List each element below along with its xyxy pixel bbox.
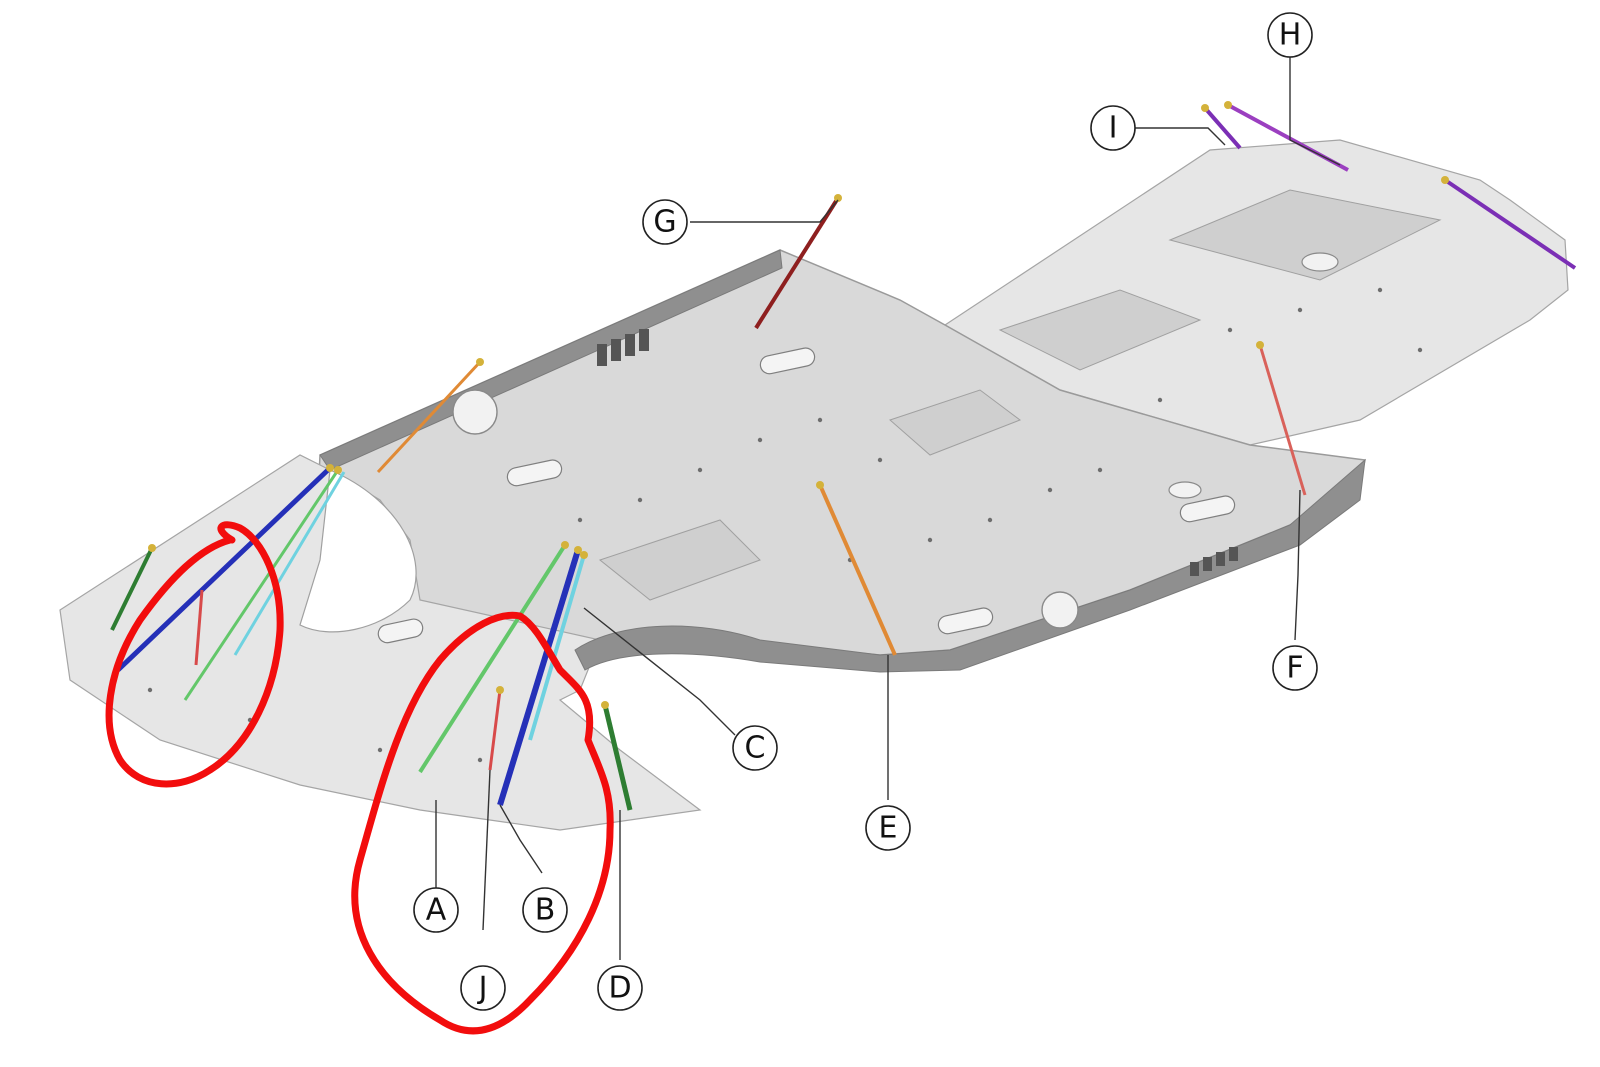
callout-f: F [1272, 645, 1318, 691]
vent-grille-rear [597, 329, 649, 366]
svg-text:H: H [1279, 18, 1302, 53]
rod-f [1258, 344, 1307, 496]
rod-left-red [194, 589, 204, 666]
rod-a [418, 543, 567, 774]
rod-e [818, 484, 897, 656]
rod-left-cyan [233, 471, 346, 656]
rod-b [497, 549, 581, 806]
callout-e: E [865, 805, 911, 851]
red-markup [105, 521, 614, 1035]
callout-d: D [597, 965, 643, 1011]
callout-b: B [522, 887, 568, 933]
svg-text:D: D [608, 971, 631, 1006]
svg-text:A: A [426, 893, 447, 928]
rod-left-blue [116, 466, 332, 672]
svg-text:G: G [653, 205, 676, 240]
callout-c: C [732, 725, 778, 771]
red-loop-right [351, 611, 614, 1035]
rod-h-lower [1443, 178, 1577, 270]
rod-c [528, 554, 586, 741]
underbody-panel [59, 139, 1569, 831]
callout-j: J [460, 965, 506, 1011]
svg-text:B: B [535, 893, 556, 928]
svg-text:I: I [1109, 111, 1118, 146]
rod-i [1203, 106, 1242, 150]
rod-orange-left [376, 360, 482, 474]
svg-text:C: C [745, 731, 766, 766]
callout-g: G [642, 199, 688, 245]
red-loop-left [105, 521, 284, 788]
callout-a: A [413, 887, 459, 933]
svg-text:F: F [1286, 651, 1303, 686]
callout-h: H [1267, 12, 1313, 58]
rivet-pattern [147, 287, 1423, 763]
rod-left-darkgreen [110, 547, 154, 631]
callout-i: I [1090, 105, 1136, 151]
leader-lines [435, 55, 1341, 960]
svg-text:E: E [879, 811, 898, 846]
rod-d [602, 704, 633, 811]
rod-left-green [183, 469, 340, 701]
rod-g [754, 196, 840, 330]
vent-grille-side [1190, 547, 1238, 576]
rod-j [488, 689, 502, 771]
svg-text:J: J [477, 971, 488, 1006]
